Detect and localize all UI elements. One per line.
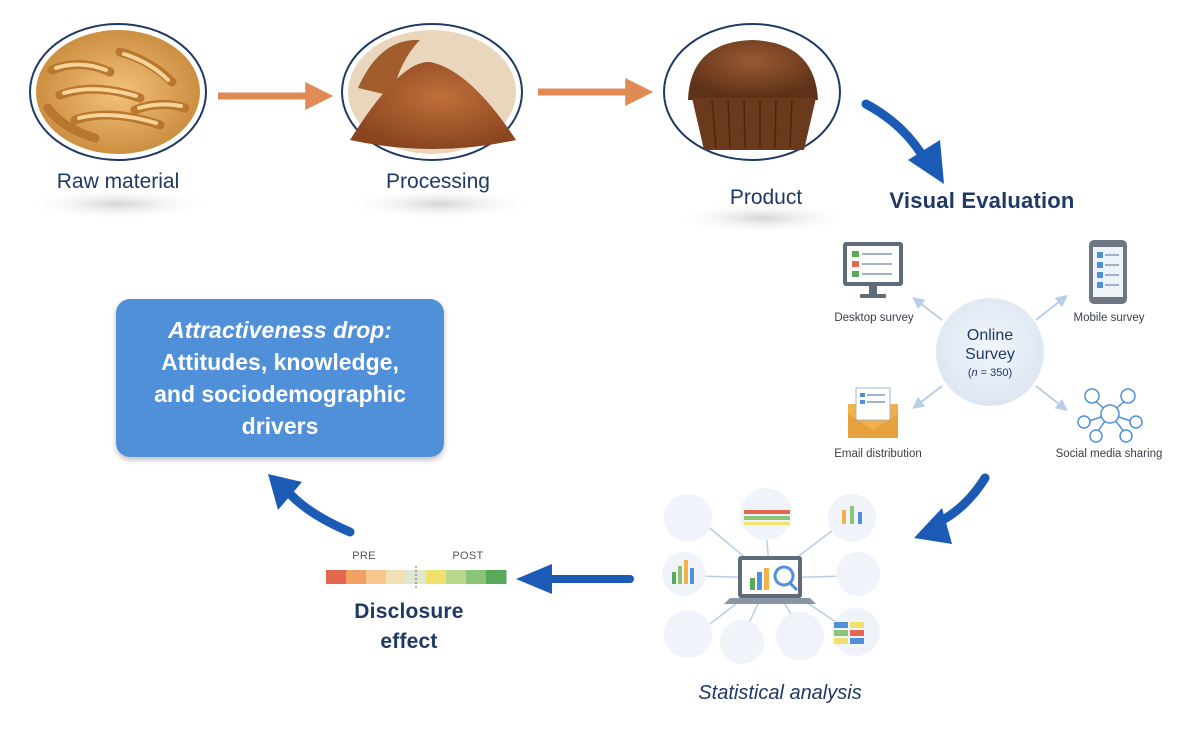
connector-mobile — [1035, 295, 1068, 321]
connector-email — [912, 385, 943, 409]
email-icon — [848, 387, 898, 438]
scale-segment — [346, 570, 367, 584]
visual-evaluation-heading: Visual Evaluation — [889, 188, 1075, 213]
processing-image — [341, 23, 523, 161]
statistical-analysis-graphic — [662, 488, 880, 664]
statistical-analysis-label: Statistical analysis — [698, 682, 862, 704]
connector-desktop — [912, 297, 943, 321]
scale-segment — [426, 570, 447, 584]
arrow-disclosure-to-summary — [268, 474, 355, 537]
mobile-survey-label: Mobile survey — [1073, 312, 1145, 324]
mobile-icon — [1089, 240, 1127, 304]
scale-segment — [326, 570, 347, 584]
arrow-analysis-to-disclosure — [516, 564, 634, 594]
desktop-icon — [843, 242, 903, 298]
arrow-product-to-evaluation — [861, 99, 944, 184]
pre-post-scale-bar — [326, 570, 507, 584]
product-label: Product — [729, 186, 803, 209]
scale-segment — [386, 570, 407, 584]
label-shadow — [23, 188, 213, 220]
social-network-icon — [1077, 388, 1143, 443]
scale-segment — [366, 570, 387, 584]
survey-sample-size: (n = 350) — [967, 367, 1013, 379]
scale-segment — [406, 570, 427, 584]
disclosure-effect-line1: Disclosure — [354, 600, 464, 623]
summary-box: Attractiveness drop: Attitudes, knowledg… — [116, 299, 444, 457]
disclosure-effect-line2: effect — [380, 630, 438, 653]
email-distribution-label: Email distribution — [834, 448, 922, 460]
survey-hub — [936, 298, 1044, 406]
scale-segment — [446, 570, 467, 584]
sample-size-value: = 350) — [980, 367, 1013, 379]
summary-line1: Attractiveness drop: — [168, 317, 392, 343]
summary-line3: and sociodemographic — [154, 381, 406, 407]
summary-line2: Attitudes, knowledge, — [161, 349, 399, 375]
raw-material-label: Raw material — [56, 170, 180, 193]
processing-label: Processing — [386, 170, 490, 193]
label-shadow — [673, 202, 853, 234]
connector-social — [1035, 385, 1068, 411]
scale-segment — [466, 570, 487, 584]
survey-title-line1: Online — [966, 327, 1014, 344]
summary-line4: drivers — [241, 413, 319, 439]
desktop-survey-label: Desktop survey — [834, 312, 914, 324]
product-image — [663, 23, 841, 161]
post-label: POST — [452, 550, 484, 562]
social-media-label: Social media sharing — [1055, 448, 1163, 460]
raw-material-image — [29, 23, 207, 161]
label-shadow — [345, 188, 535, 220]
scale-segment — [486, 570, 507, 584]
survey-title-line2: Survey — [965, 346, 1015, 363]
arrow-survey-to-analysis — [914, 473, 990, 544]
sample-size-symbol: n — [971, 367, 978, 379]
pre-label: PRE — [352, 550, 376, 562]
